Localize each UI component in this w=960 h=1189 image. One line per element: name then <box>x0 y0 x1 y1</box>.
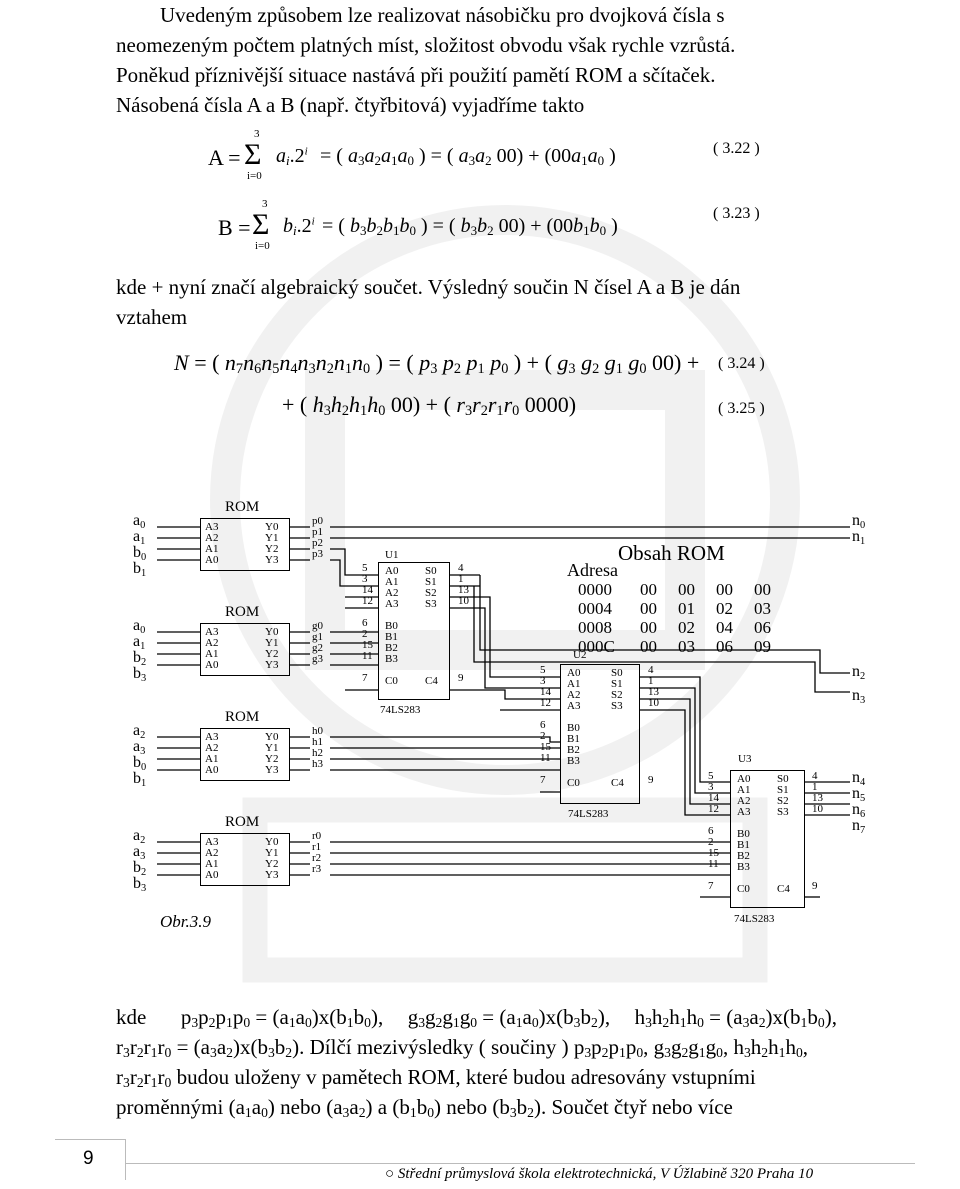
mid-text-line-1: kde + nyní značí algebraický součet. Výs… <box>116 275 741 299</box>
bottom-line-4: proměnnými (a1a0) nebo (a3a2) a (b1b0) n… <box>116 1095 733 1120</box>
intro-line-3: Poněkud příznivější situace nastává při … <box>116 63 716 87</box>
rom-1-label: ROM <box>225 499 260 515</box>
rom-table-header: Adresa <box>567 560 618 580</box>
u2-label: U2 <box>573 649 587 661</box>
intro-line-1: Uvedeným způsobem lze realizovat násobič… <box>160 3 725 27</box>
u1-label: U1 <box>385 549 399 561</box>
rom-table-title: Obsah ROM <box>618 541 725 565</box>
intro-line-2: neomezeným počtem platných míst, složito… <box>116 33 736 57</box>
intro-line-4: Násobená čísla A a B (např. čtyřbitová) … <box>116 93 585 117</box>
rom-2-label: ROM <box>225 604 260 620</box>
u3-part-number: 74LS283 <box>734 913 775 925</box>
bottom-line-1: kde p3p2p1p0 = (a1a0)x(b1b0), g3g2g1g0 =… <box>116 1005 837 1030</box>
u3-label: U3 <box>738 753 752 765</box>
page-number: 9 <box>83 1148 94 1169</box>
footer-school: ○ Střední průmyslová škola elektrotechni… <box>385 1166 814 1182</box>
footer-page-box <box>55 1139 126 1180</box>
rom-4-label: ROM <box>225 814 260 830</box>
bottom-line-3: r3r2r1r0 budou uloženy v pamětech ROM, k… <box>116 1065 756 1090</box>
u2-part-number: 74LS283 <box>568 808 609 820</box>
mid-text-line-2: vztahem <box>116 305 188 329</box>
u1-part-number: 74LS283 <box>380 704 421 716</box>
rom-3-label: ROM <box>225 709 260 725</box>
figure-caption: Obr.3.9 <box>160 912 212 931</box>
footer-rule <box>125 1163 915 1164</box>
bottom-line-2: r3r2r1r0 = (a3a2)x(b3b2). Dílčí mezivýsl… <box>116 1035 809 1060</box>
